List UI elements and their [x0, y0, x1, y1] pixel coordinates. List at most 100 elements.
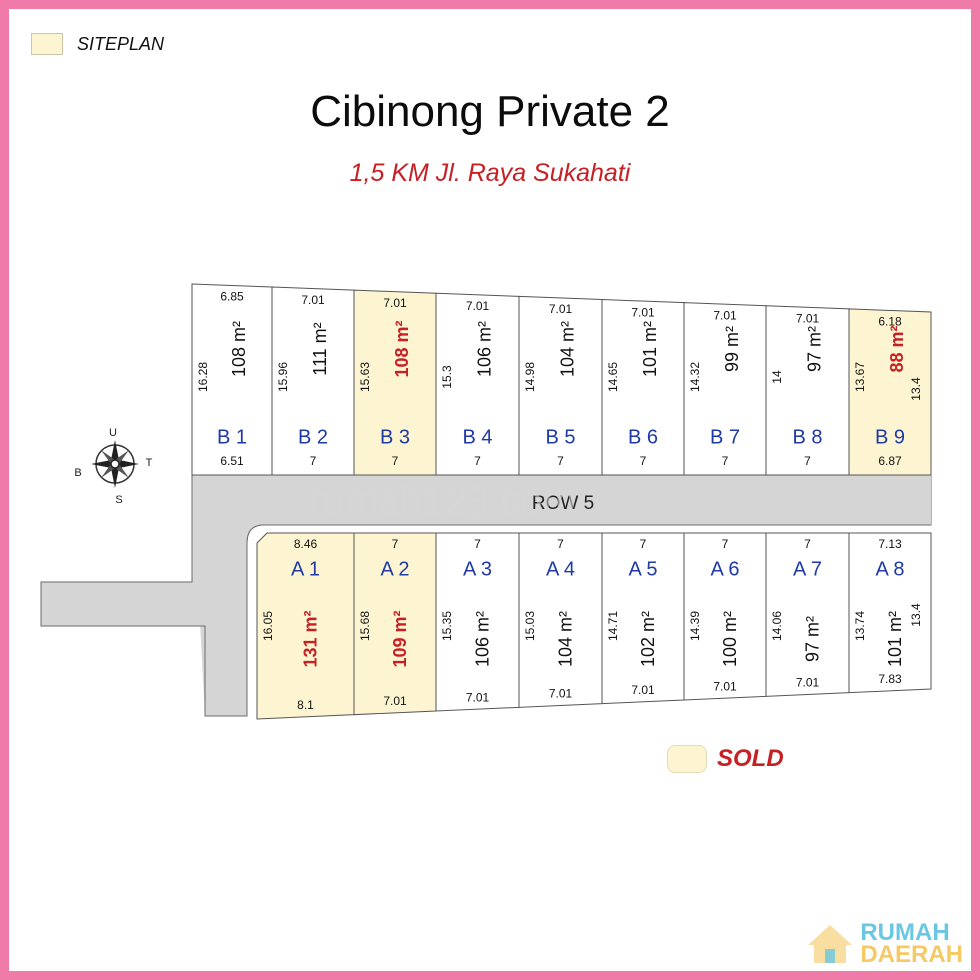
lot-bottom-dimension: 7: [557, 454, 564, 468]
lot-bottom-dimension: 7.01: [383, 694, 407, 708]
lot-area: 131 m²: [300, 610, 320, 667]
lot-bottom-dimension: 7.01: [549, 687, 573, 701]
lot-top-dimension: 8.46: [294, 537, 318, 551]
lot-id: A 2: [381, 558, 410, 580]
lot-top-dimension: 7.01: [796, 311, 820, 325]
lot-area: 111 m²: [310, 322, 330, 375]
lot-area: 108 m²: [229, 321, 249, 377]
road-label: ROW 5: [532, 493, 594, 514]
lot-area: 104 m²: [557, 321, 577, 377]
lot-bottom-dimension: 7.01: [796, 676, 820, 690]
lot-top-dimension: 6.18: [878, 315, 902, 329]
lot-top-dimension: 7: [392, 537, 399, 551]
lot-top-dimension: 7: [640, 537, 647, 551]
lot-bottom-dimension: 7: [804, 454, 811, 468]
lot-area: 108 m²: [392, 320, 412, 377]
lot-right-dimension: 13.4: [909, 603, 923, 627]
compass-south: S: [115, 494, 122, 506]
siteplan-swatch: [31, 33, 63, 55]
lot-left-dimension: 14.98: [523, 362, 537, 392]
compass-icon: U S T B: [74, 427, 152, 506]
lot-id: B 9: [875, 426, 905, 448]
lot-left-dimension: 14.65: [606, 362, 620, 392]
lot-bottom-dimension: 7.01: [466, 690, 490, 704]
lot-top-dimension: 7.01: [549, 302, 573, 316]
lot-id: A 7: [793, 558, 822, 580]
lot-top-dimension: 7.01: [383, 296, 407, 310]
lot-id: A 5: [629, 558, 658, 580]
lot-left-dimension: 15.96: [276, 362, 290, 392]
lot-left-dimension: 14.32: [688, 362, 702, 392]
lot-right-dimension: 13.4: [909, 377, 923, 401]
lot-b2[interactable]: 7.01 111 m² 15.96 B 2 7: [271, 286, 355, 476]
lot-id: B 7: [710, 426, 740, 448]
lot-outline: [256, 532, 355, 720]
lot-left-dimension: 16.05: [261, 611, 275, 641]
brand-line2: DAERAH: [860, 941, 963, 968]
road-edge-lower: [40, 475, 931, 717]
lot-area: 101 m²: [640, 321, 660, 377]
lot-bottom-dimension: 7: [392, 454, 399, 468]
lot-bottom-dimension: 7: [722, 454, 729, 468]
compass-west: B: [74, 467, 81, 479]
road-row5-fill: [41, 475, 931, 716]
lot-left-dimension: 15.68: [358, 611, 372, 641]
lot-id: B 5: [545, 426, 575, 448]
lot-left-dimension: 14.06: [770, 611, 784, 641]
page-subtitle: 1,5 KM Jl. Raya Sukahati: [349, 159, 631, 187]
lot-bottom-dimension: 7.01: [713, 679, 737, 693]
lot-area: 100 m²: [720, 611, 740, 667]
lot-top-dimension: 7.13: [878, 537, 902, 551]
lot-left-dimension: 16.28: [196, 362, 210, 392]
lot-b5[interactable]: 7.01 104 m² 14.98 B 5 7: [518, 295, 603, 476]
lot-left-dimension: 14: [770, 370, 784, 384]
lot-area: 97 m²: [802, 616, 822, 662]
lot-area: 102 m²: [638, 611, 658, 667]
house-icon: [808, 925, 853, 963]
lot-area: 104 m²: [555, 611, 575, 667]
lot-top-dimension: 7.01: [301, 293, 325, 307]
lot-id: B 2: [298, 426, 328, 448]
siteplan-legend: SITEPLAN: [31, 33, 164, 55]
compass-north: U: [109, 427, 117, 439]
lot-area: 99 m²: [722, 326, 742, 372]
lot-id: A 4: [546, 558, 575, 580]
lot-bottom-dimension: 7: [474, 454, 481, 468]
sold-swatch: [667, 745, 707, 773]
lot-left-dimension: 15.3: [440, 365, 454, 389]
lot-bottom-dimension: 6.87: [878, 454, 902, 468]
lot-bottom-dimension: 6.51: [220, 454, 244, 468]
siteplan-legend-label: SITEPLAN: [77, 33, 165, 54]
lot-bottom-dimension: 7: [310, 454, 317, 468]
lot-area: 106 m²: [472, 611, 492, 667]
sold-legend: SOLD: [667, 745, 784, 773]
lot-id: B 8: [792, 426, 822, 448]
lot-area: 88 m²: [887, 325, 907, 372]
lot-bottom-dimension: 7.83: [878, 672, 902, 686]
lot-left-dimension: 13.67: [853, 362, 867, 392]
lot-top-dimension: 7: [474, 537, 481, 551]
lot-top-dimension: 7: [557, 537, 564, 551]
lot-top-dimension: 7: [722, 537, 729, 551]
sold-legend-label: SOLD: [717, 745, 784, 772]
lot-left-dimension: 14.71: [606, 611, 620, 641]
lot-outline: [848, 308, 932, 476]
lot-outline: [848, 532, 932, 694]
